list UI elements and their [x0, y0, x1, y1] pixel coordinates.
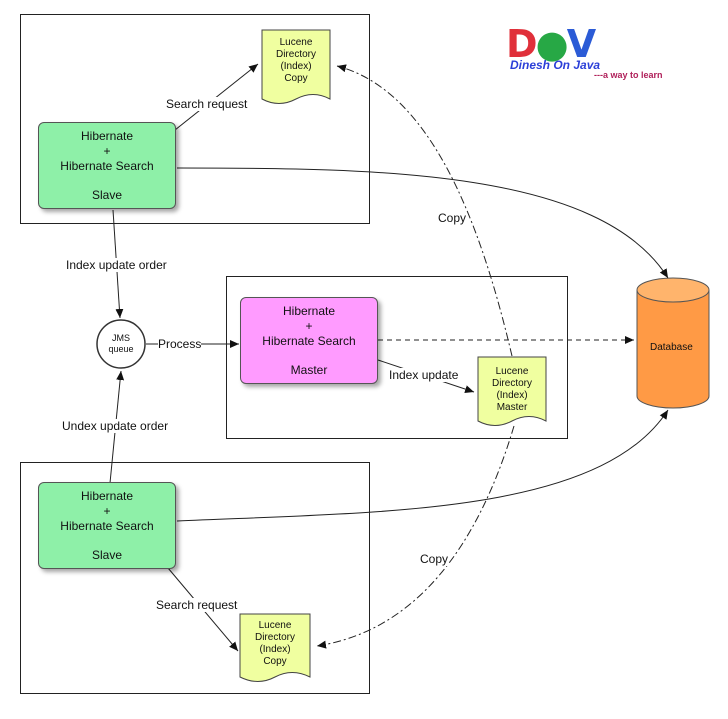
search-request-bottom-label: Search request [156, 598, 238, 612]
dinesh-on-java-logo: D●V Dinesh On Java ---a way to learn [506, 22, 676, 86]
master-line3: Hibernate Search [262, 333, 356, 348]
top-copy-l3: (Index) [280, 61, 312, 72]
master-index-l1: Lucene [495, 366, 529, 377]
master-line1: Hibernate [282, 303, 336, 318]
bottom-copy-l3: (Index) [259, 644, 291, 655]
top-copy-l2: Directory [275, 49, 316, 60]
index-update-order-label: Index update order [66, 258, 167, 272]
top-slave-line2: + [103, 143, 111, 158]
bottom-copy-document-shape [239, 613, 311, 682]
bottom-copy-l2: Directory [254, 632, 295, 643]
bottom-slave-node: Hibernate + Hibernate Search Slave [38, 482, 176, 569]
master-index-l3: (Index) [496, 390, 528, 401]
top-slave-line1: Hibernate [80, 128, 134, 143]
master-node: Hibernate + Hibernate Search Master [240, 297, 378, 384]
top-copy-l4: Copy [284, 73, 308, 84]
master-index-document: Lucene Directory (Index) Master [478, 366, 546, 414]
jms-line1: JMS [112, 333, 130, 343]
logo-mark: D●V [506, 22, 596, 66]
database-cylinder-shape [636, 277, 710, 409]
top-copy-document: Lucene Directory (Index) Copy [262, 37, 330, 85]
master-index-l2: Directory [491, 378, 532, 389]
logo-tagline: ---a way to learn [594, 70, 663, 80]
bottom-copy-l4: Copy [263, 656, 287, 667]
bottom-copy-document: Lucene Directory (Index) Copy [240, 620, 310, 668]
jms-line2: queue [108, 344, 134, 354]
bottom-slave-line1: Hibernate [80, 488, 134, 503]
database-label: Database [650, 342, 693, 353]
copy-bottom-edge [316, 425, 515, 649]
undex-update-order-label: Undex update order [62, 419, 169, 433]
master-index-l4: Master [496, 402, 528, 413]
jms-queue-label: JMS queue [101, 333, 141, 355]
master-line2: + [305, 318, 313, 333]
master-role: Master [290, 362, 328, 377]
copy-top-edge [336, 64, 513, 357]
bottom-copy-l1: Lucene [258, 620, 292, 631]
top-slave-node: Hibernate + Hibernate Search Slave [38, 122, 176, 209]
bottom-slave-db-edge [176, 409, 669, 522]
bottom-slave-role: Slave [91, 547, 123, 562]
logo-name: Dinesh On Java [510, 58, 601, 72]
bottom-slave-line3: Hibernate Search [60, 518, 154, 533]
process-label: Process [158, 337, 202, 351]
top-slave-db-edge [176, 167, 669, 279]
bottom-slave-line2: + [103, 503, 111, 518]
index-update-label: Index update [389, 368, 459, 382]
copy-bottom-label: Copy [420, 552, 449, 566]
copy-top-label: Copy [438, 211, 467, 225]
master-index-document-shape [477, 356, 547, 426]
top-copy-document-shape [261, 29, 331, 104]
search-request-top-label: Search request [166, 97, 248, 111]
jms-queue-circle [96, 319, 146, 369]
top-copy-l1: Lucene [279, 37, 313, 48]
top-slave-line3: Hibernate Search [60, 158, 154, 173]
top-slave-role: Slave [91, 187, 123, 202]
